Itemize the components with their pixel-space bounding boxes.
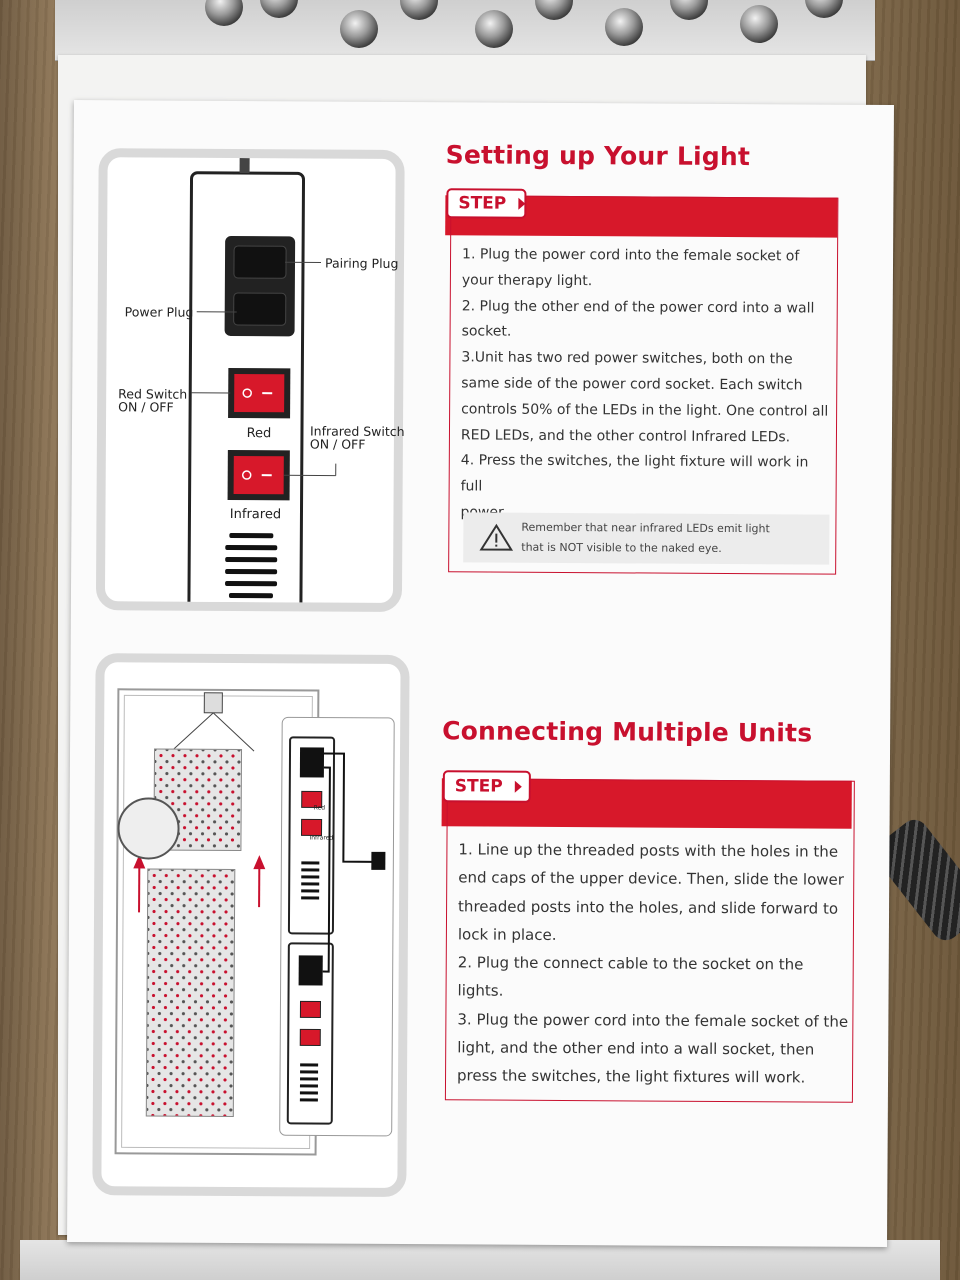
step-label-2: STEP <box>454 776 503 797</box>
setup-line: RED LEDs, and the other control Infrared… <box>460 426 791 445</box>
connect-line: light, and the other end into a wall soc… <box>457 1038 815 1059</box>
light-device-led-panel <box>55 0 875 61</box>
setup-line: socket. <box>461 323 512 341</box>
connecting-instructions: 1. Line up the threaded posts with the h… <box>457 835 859 1092</box>
play-arrow-icon <box>518 197 526 210</box>
play-arrow-icon <box>514 780 522 793</box>
connect-line: 1. Line up the threaded posts with the h… <box>458 840 839 861</box>
figure-multiple-units: Red Infrared <box>92 653 410 1198</box>
manual-page: Pairing Plug Power Plug Red Switch ON / … <box>67 100 894 1247</box>
infrared-switch-onoff-label: ON / OFF <box>309 436 366 452</box>
setup-heading: Setting up Your Light <box>445 140 751 172</box>
warning-line: that is NOT visible to the naked eye. <box>521 540 722 555</box>
setup-line: your therapy light. <box>461 272 593 289</box>
zoom-detail-circle <box>117 797 180 860</box>
red-caption: Red <box>246 426 272 442</box>
pairing-plug-label: Pairing Plug <box>324 255 399 271</box>
red-switch-onoff-label: ON / OFF <box>118 399 174 415</box>
warning-triangle-icon <box>479 523 514 551</box>
figure-power-panel: Pairing Plug Power Plug Red Switch ON / … <box>95 148 405 613</box>
setup-line: controls 50% of the LEDs in the light. O… <box>461 401 829 420</box>
setup-instructions: 1. Plug the power cord into the female s… <box>460 242 832 528</box>
power-plug-label: Power Plug <box>124 304 194 320</box>
setup-line: 3.Unit has two red power switches, both … <box>461 349 793 368</box>
infrared-caption: Infrared <box>229 506 282 523</box>
connect-line: lights. <box>457 981 504 1001</box>
connect-line: 3. Plug the power cord into the female s… <box>457 1010 849 1031</box>
wall-mount-outline <box>114 688 395 1156</box>
connect-line: press the switches, the light fixtures w… <box>456 1066 806 1087</box>
red-small-label: Red <box>313 804 326 812</box>
connect-line: threaded posts into the holes, and slide… <box>458 896 839 918</box>
step-tag-1: STEP <box>446 188 527 219</box>
setup-line: 4. Press the switches, the light fixture… <box>460 452 809 495</box>
infrared-small-label: Infrared <box>309 834 334 842</box>
setup-line: 1. Plug the power cord into the female s… <box>462 246 800 265</box>
connecting-heading: Connecting Multiple Units <box>442 716 813 748</box>
device-edge <box>20 1240 940 1280</box>
warning-line: Remember that near infrared LEDs emit li… <box>521 520 770 536</box>
connect-line: lock in place. <box>457 925 557 944</box>
infrared-warning: Remember that near infrared LEDs emit li… <box>463 512 830 565</box>
setup-line: same side of the power cord socket. Each… <box>461 375 803 394</box>
power-panel-illustration <box>187 158 337 603</box>
lower-light-panel <box>145 868 236 1117</box>
step-tag-2: STEP <box>442 770 531 803</box>
step-label-1: STEP <box>458 193 507 214</box>
setup-line: 2. Plug the other end of the power cord … <box>461 297 815 317</box>
connect-line: end caps of the upper device. Then, slid… <box>458 868 845 890</box>
connect-line: 2. Plug the connect cable to the socket … <box>457 953 804 974</box>
